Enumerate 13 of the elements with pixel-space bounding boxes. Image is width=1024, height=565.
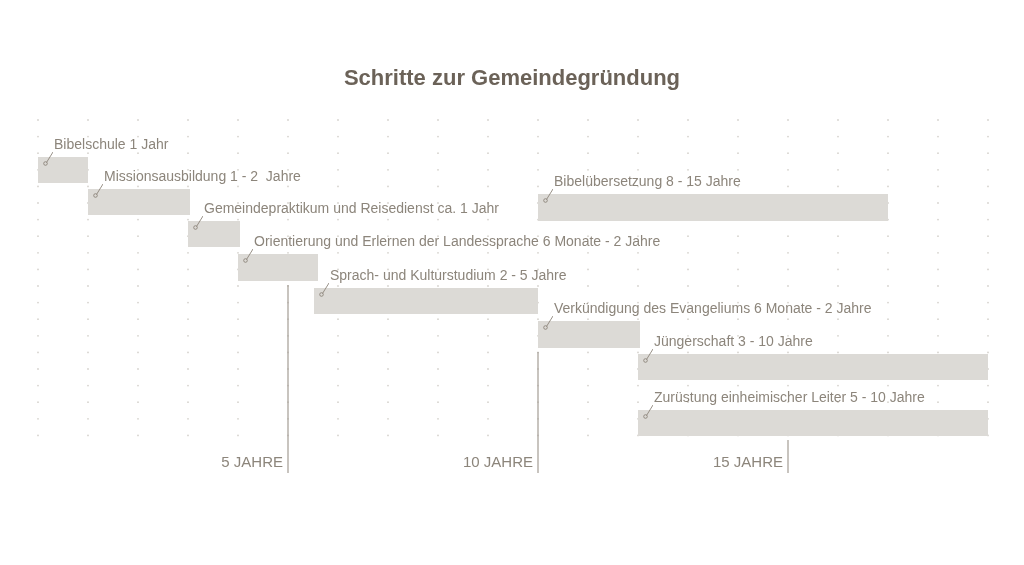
step-label: Bibelübersetzung 8 - 15 Jahre [554,172,741,190]
step-label: Zurüstung einheimischer Leiter 5 - 10 Jahre [654,388,925,406]
step-label: Bibelschule 1 Jahr [54,135,169,153]
step-label: Verkündigung des Evangeliums 6 Monate - 2 Jahre [554,299,872,317]
step-label: Gemeindepraktikum und Reisedienst ca. 1 Jahr [204,199,499,217]
axis-label: 10 JAHRE [462,453,533,471]
axis-label: 5 JAHRE [221,453,283,471]
step-label: Sprach- und Kulturstudium 2 - 5 Jahre [330,266,567,284]
step-label: Jüngerschaft 3 - 10 Jahre [654,332,813,350]
chart-title: Schritte zur Gemeindegründung [342,64,682,92]
axis-label: 15 JAHRE [712,453,783,471]
step-label: Missionsausbildung 1 - 2 Jahre [104,167,301,185]
step-label: Orientierung und Erlernen der Landessprache 6 Monate - 2 Jahre [254,232,661,250]
